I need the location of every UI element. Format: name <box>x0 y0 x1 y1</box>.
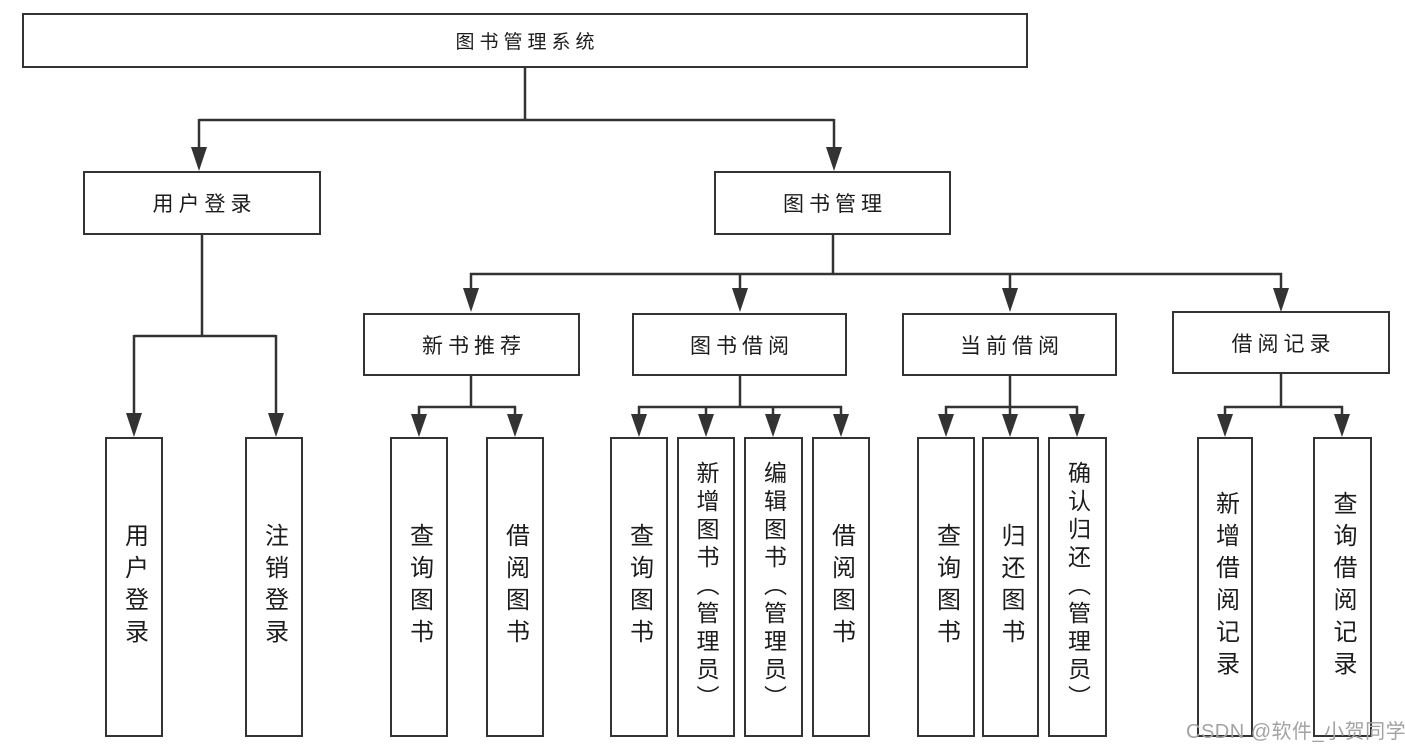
leaf-borrow-books-borrow: 借阅图书 <box>812 437 870 737</box>
leaf-return-book: 归还图书 <box>982 437 1039 737</box>
csdn-watermark: CSDN @软件_小贺同学 <box>1186 721 1405 743</box>
leaf-query-books-borrow: 查询图书 <box>610 437 668 737</box>
leaf-add-borrow-record: 新增借阅记录 <box>1197 437 1253 737</box>
leaf-confirm-return-admin: 确认归还（管理员） <box>1048 437 1107 737</box>
node-book-management-branch: 图书管理 <box>714 171 951 235</box>
node-new-book-recommend: 新书推荐 <box>363 313 580 376</box>
node-root: 图书管理系统 <box>22 13 1028 68</box>
leaf-edit-book-admin: 编辑图书（管理员） <box>744 437 803 737</box>
connector-root-to-level2 <box>191 68 842 171</box>
node-user-login-branch: 用户登录 <box>83 171 321 235</box>
leaf-logout: 注销登录 <box>245 437 303 737</box>
node-book-borrow: 图书借阅 <box>632 313 847 376</box>
node-current-borrow: 当前借阅 <box>902 313 1117 376</box>
leaf-query-books-recommend: 查询图书 <box>390 437 448 737</box>
connector-borrow-records-to-leaves <box>1217 374 1350 437</box>
connector-current-borrow-to-leaves <box>938 376 1085 437</box>
connector-book-borrow-to-leaves <box>631 376 849 437</box>
leaf-user-login: 用户登录 <box>105 437 163 737</box>
connector-new-book-to-leaves <box>411 376 523 437</box>
connector-user-login-to-leaves <box>126 235 284 437</box>
leaf-query-borrow-record: 查询借阅记录 <box>1313 437 1372 737</box>
connector-book-mgmt-to-level3 <box>463 235 1289 312</box>
leaf-borrow-books-recommend: 借阅图书 <box>486 437 544 737</box>
leaf-query-books-current: 查询图书 <box>917 437 975 737</box>
node-borrow-records: 借阅记录 <box>1172 311 1390 374</box>
leaf-add-book-admin: 新增图书（管理员） <box>677 437 735 737</box>
